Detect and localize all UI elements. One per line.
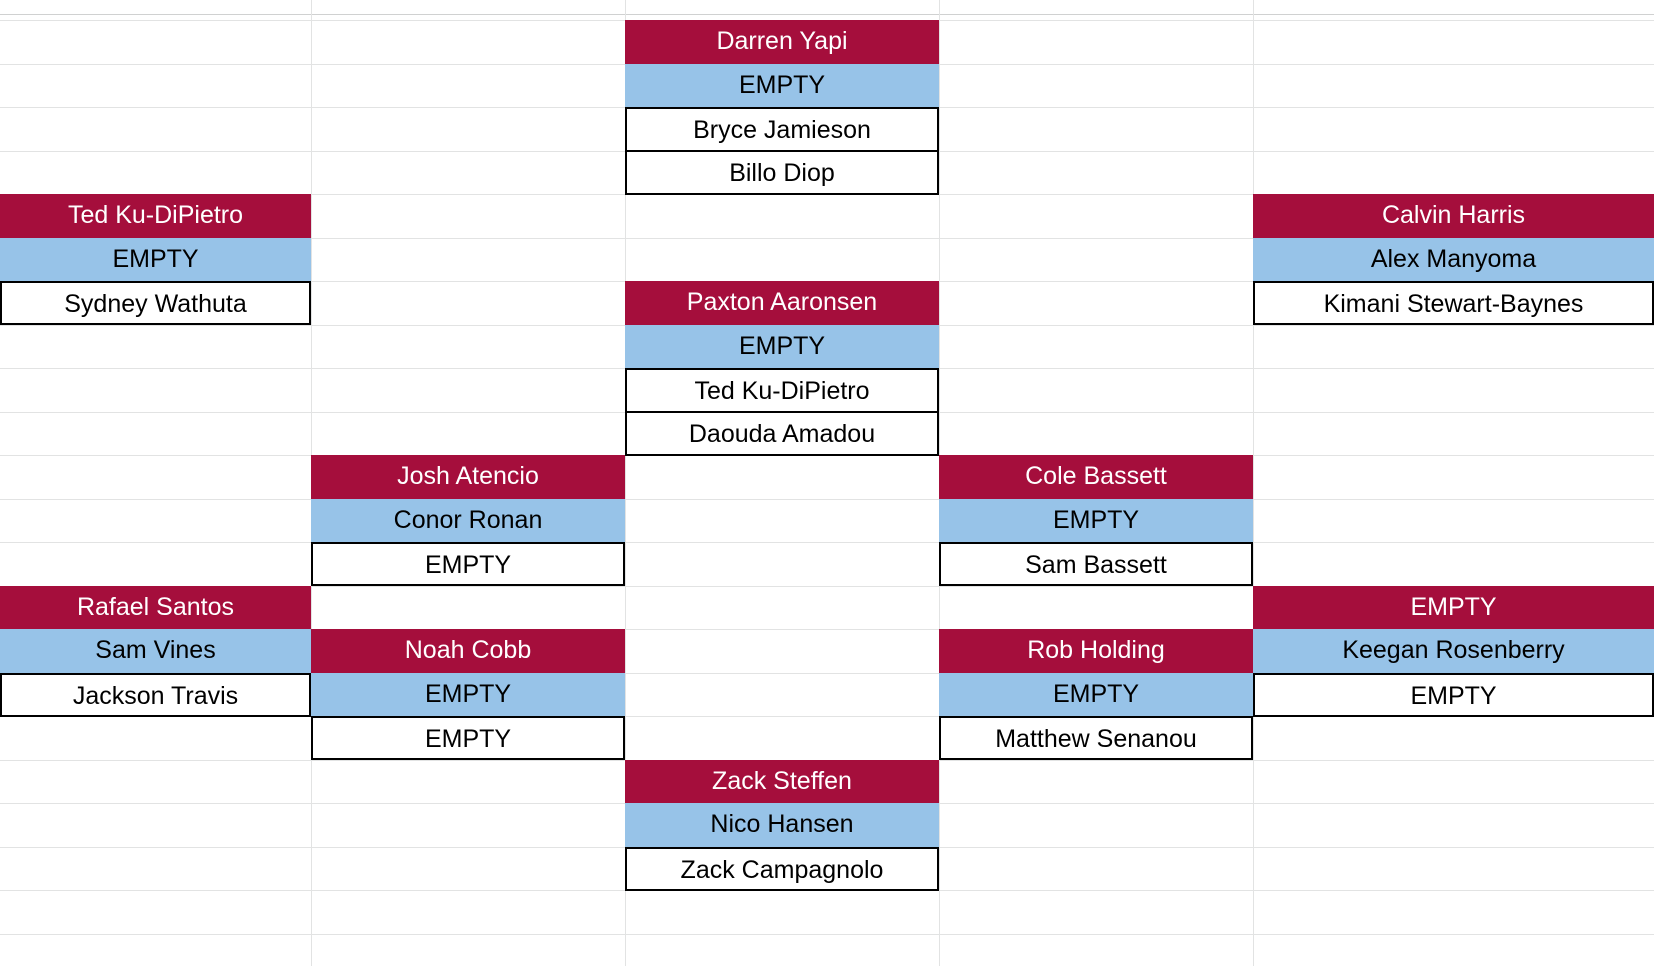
- backup-cell[interactable]: Conor Ronan: [311, 499, 625, 543]
- grid-row-line: [0, 673, 1654, 674]
- depth-cell[interactable]: Ted Ku-DiPietro: [625, 368, 939, 412]
- grid-row-line: [0, 716, 1654, 717]
- backup-cell[interactable]: EMPTY: [939, 673, 1253, 717]
- starter-cell[interactable]: Zack Steffen: [625, 760, 939, 804]
- starter-cell[interactable]: Rafael Santos: [0, 586, 311, 630]
- depth-cell[interactable]: Daouda Amadou: [625, 412, 939, 456]
- backup-cell[interactable]: EMPTY: [0, 238, 311, 282]
- starter-cell[interactable]: Darren Yapi: [625, 20, 939, 64]
- starter-cell[interactable]: Rob Holding: [939, 629, 1253, 673]
- backup-cell[interactable]: Keegan Rosenberry: [1253, 629, 1654, 673]
- starter-cell[interactable]: Ted Ku-DiPietro: [0, 194, 311, 238]
- depth-cell[interactable]: EMPTY: [311, 716, 625, 760]
- header-separator: [0, 14, 1654, 15]
- starter-cell[interactable]: Josh Atencio: [311, 455, 625, 499]
- depth-cell[interactable]: Sydney Wathuta: [0, 281, 311, 325]
- backup-cell[interactable]: Alex Manyoma: [1253, 238, 1654, 282]
- backup-cell[interactable]: EMPTY: [939, 499, 1253, 543]
- backup-cell[interactable]: EMPTY: [625, 64, 939, 108]
- backup-cell[interactable]: Sam Vines: [0, 629, 311, 673]
- backup-cell[interactable]: Nico Hansen: [625, 803, 939, 847]
- depth-cell[interactable]: Matthew Senanou: [939, 716, 1253, 760]
- starter-cell[interactable]: Calvin Harris: [1253, 194, 1654, 238]
- grid-column-line: [625, 0, 626, 966]
- starter-cell[interactable]: Paxton Aaronsen: [625, 281, 939, 325]
- depth-cell[interactable]: EMPTY: [1253, 673, 1654, 717]
- grid-row-line: [0, 238, 1654, 239]
- grid-column-line: [1253, 0, 1254, 966]
- depth-cell[interactable]: Jackson Travis: [0, 673, 311, 717]
- starter-cell[interactable]: Noah Cobb: [311, 629, 625, 673]
- starter-cell[interactable]: EMPTY: [1253, 586, 1654, 630]
- depth-cell[interactable]: Kimani Stewart-Baynes: [1253, 281, 1654, 325]
- depth-cell[interactable]: Billo Diop: [625, 151, 939, 195]
- depth-cell[interactable]: EMPTY: [311, 542, 625, 586]
- grid-row-line: [0, 934, 1654, 935]
- backup-cell[interactable]: EMPTY: [625, 325, 939, 369]
- grid-row-line: [0, 499, 1654, 500]
- grid-row-line: [0, 586, 1654, 587]
- depth-cell[interactable]: Bryce Jamieson: [625, 107, 939, 151]
- grid-row-line: [0, 542, 1654, 543]
- grid-row-line: [0, 629, 1654, 630]
- backup-cell[interactable]: EMPTY: [311, 673, 625, 717]
- starter-cell[interactable]: Cole Bassett: [939, 455, 1253, 499]
- depth-cell[interactable]: Zack Campagnolo: [625, 847, 939, 891]
- depth-cell[interactable]: Sam Bassett: [939, 542, 1253, 586]
